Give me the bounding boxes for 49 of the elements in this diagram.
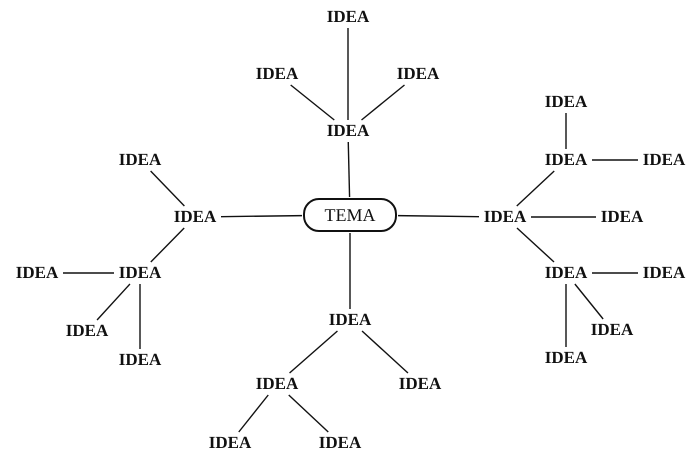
idea-label: IDEA [323,121,373,141]
idea-label: IDEA [541,263,591,283]
connector-line [150,170,185,206]
connector-line [221,214,302,218]
idea-label: IDEA [325,310,375,330]
connector-line [592,272,638,274]
connector-line [288,394,329,433]
connector-line [565,113,567,149]
idea-label: IDEA [252,374,302,394]
idea-label: IDEA [639,150,689,170]
connector-line [96,284,130,320]
connector-line [398,214,479,218]
connector-line [63,272,114,274]
idea-label: IDEA [115,350,165,370]
connector-line [362,330,408,374]
idea-label: IDEA [587,320,637,340]
connector-line [516,170,555,207]
idea-label: IDEA [323,7,373,27]
connector-line [289,330,338,374]
idea-label: IDEA [597,207,647,227]
idea-label: IDEA [480,207,530,227]
connector-line [347,28,349,120]
connector-line [574,284,604,320]
connector-line [238,394,269,432]
connector-line [290,84,335,121]
idea-label: IDEA [541,348,591,368]
idea-label: IDEA [115,150,165,170]
idea-label: IDEA [12,263,62,283]
idea-label: IDEA [639,263,689,283]
connector-line [139,284,141,349]
connector-line [592,159,638,161]
idea-label: IDEA [252,64,302,84]
idea-label: IDEA [393,64,443,84]
connector-line [531,216,596,218]
topic-box: TEMA [303,198,397,232]
idea-label: IDEA [315,433,365,453]
connector-line [516,227,554,263]
idea-label: IDEA [395,374,445,394]
idea-label: IDEA [115,263,165,283]
idea-label: IDEA [205,433,255,453]
connector-line [565,284,567,347]
idea-label: IDEA [62,321,112,341]
connector-line [348,142,350,198]
connector-line [150,228,185,262]
idea-label: IDEA [541,150,591,170]
connector-line [349,233,351,309]
connector-line [361,84,405,121]
idea-label: IDEA [170,207,220,227]
idea-label: IDEA [541,92,591,112]
